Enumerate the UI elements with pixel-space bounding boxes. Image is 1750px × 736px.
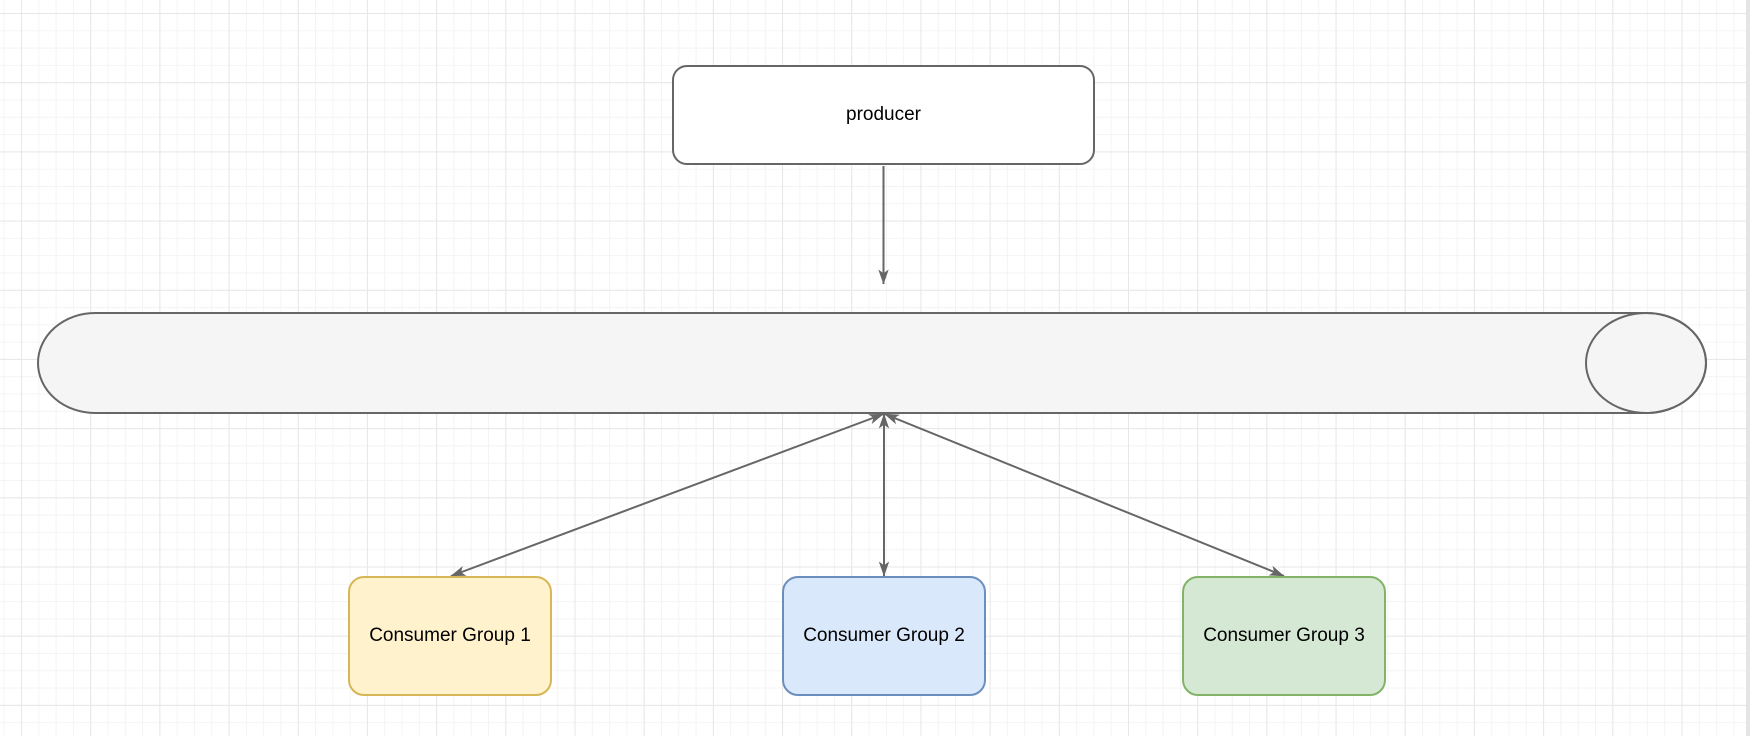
node-consumer-group-1-label: Consumer Group 1 bbox=[369, 624, 531, 646]
node-consumer-group-1[interactable]: Consumer Group 1 bbox=[348, 576, 552, 696]
edge-topic-to-consumer-group-1[interactable] bbox=[450, 413, 884, 577]
node-producer[interactable]: producer bbox=[672, 65, 1095, 165]
node-consumer-group-3-label: Consumer Group 3 bbox=[1203, 624, 1365, 646]
canvas-edge-line bbox=[1746, 0, 1750, 736]
topic-cylinder-end-cap bbox=[1585, 312, 1707, 414]
node-consumer-group-2[interactable]: Consumer Group 2 bbox=[782, 576, 986, 696]
edge-topic-to-consumer-group-3[interactable] bbox=[884, 413, 1285, 577]
topic-cylinder-body[interactable] bbox=[36, 312, 1708, 414]
node-consumer-group-3[interactable]: Consumer Group 3 bbox=[1182, 576, 1386, 696]
node-topic-cylinder[interactable] bbox=[36, 312, 1708, 414]
node-consumer-group-2-label: Consumer Group 2 bbox=[803, 624, 965, 646]
node-producer-label: producer bbox=[846, 103, 921, 125]
